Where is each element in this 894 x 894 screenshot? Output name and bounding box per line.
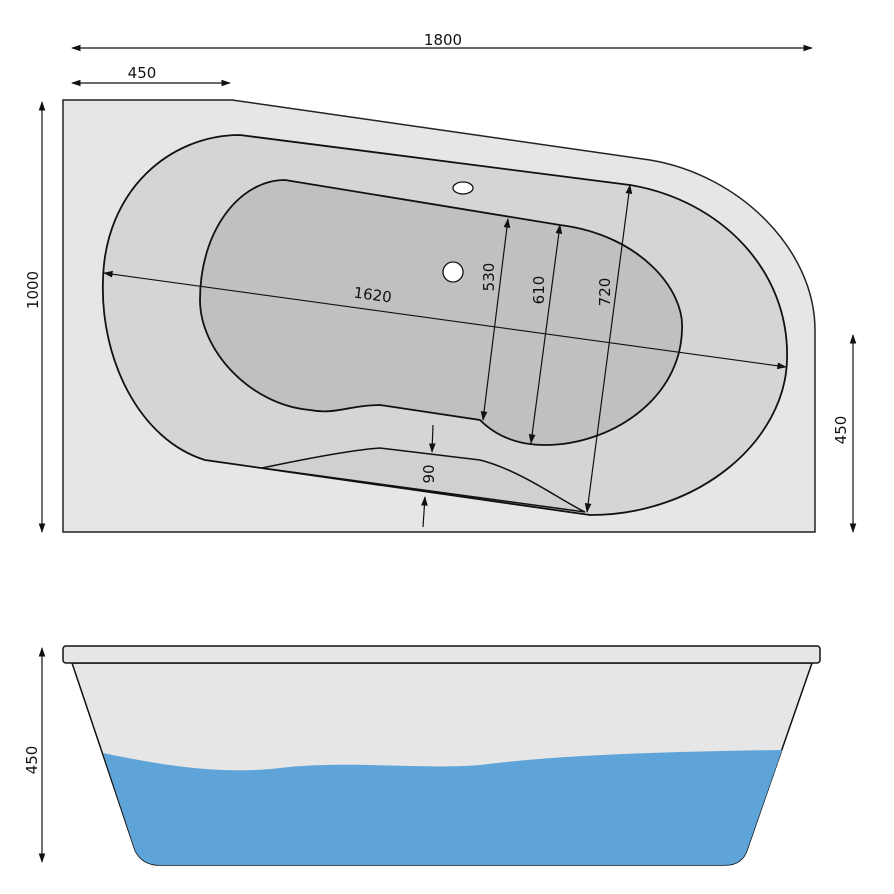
- label-450-top: 450: [128, 64, 157, 82]
- label-450-side: 450: [23, 746, 41, 775]
- top-view: 1800 450 1000 450 1620 530 610 720 90: [24, 31, 857, 533]
- water: [103, 750, 782, 865]
- dim-line-720: [584, 184, 633, 513]
- label-1620: 1620: [353, 284, 393, 307]
- side-view: 450: [23, 645, 821, 866]
- label-610: 610: [530, 276, 548, 305]
- dim-line-530: [480, 218, 511, 421]
- tub-rim: [62, 645, 821, 664]
- label-1800: 1800: [424, 31, 462, 49]
- label-450-right: 450: [832, 416, 850, 445]
- label-530: 530: [480, 263, 498, 292]
- dim-line-90-bottom: [421, 496, 428, 528]
- label-720: 720: [596, 278, 614, 307]
- label-90: 90: [420, 464, 438, 483]
- seat: [261, 447, 586, 513]
- dim-line-610: [528, 224, 563, 444]
- drain-hole: [442, 261, 464, 283]
- dim-line-90-top: [428, 424, 436, 453]
- label-1000: 1000: [24, 271, 42, 309]
- tap-hole: [452, 181, 474, 195]
- dim-line-1620: [103, 270, 787, 370]
